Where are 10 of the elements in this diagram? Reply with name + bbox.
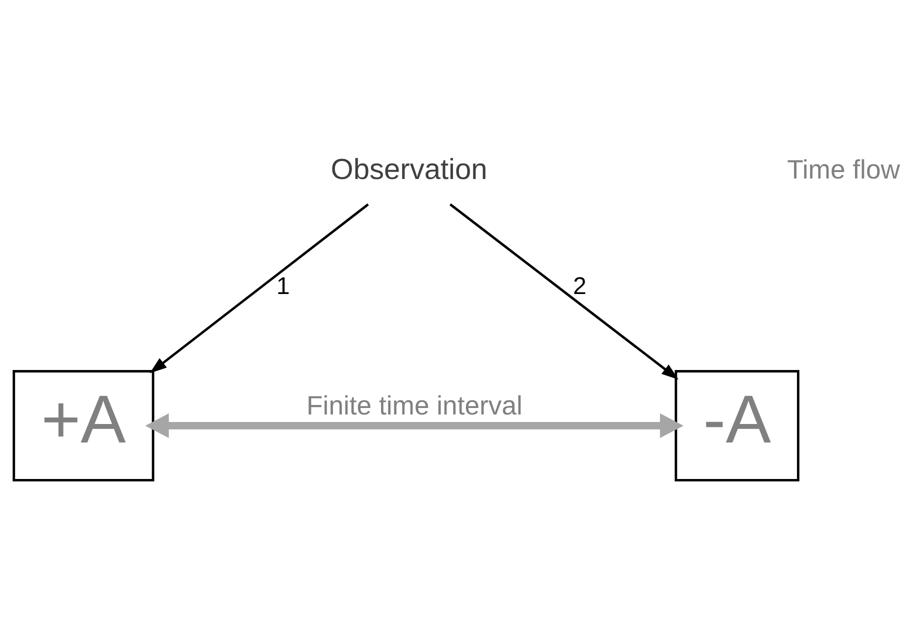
edge-label: 2 xyxy=(572,272,586,300)
arrow xyxy=(150,202,369,373)
label: Time flow xyxy=(787,154,900,184)
node-text: Observation xyxy=(330,154,488,186)
edge-label: Finite time interval xyxy=(306,390,522,420)
edge-label: 1 xyxy=(276,272,290,300)
node-box: -A xyxy=(674,370,800,481)
arrow xyxy=(450,202,679,380)
node-box: +A xyxy=(12,370,154,481)
arrow xyxy=(145,412,684,438)
